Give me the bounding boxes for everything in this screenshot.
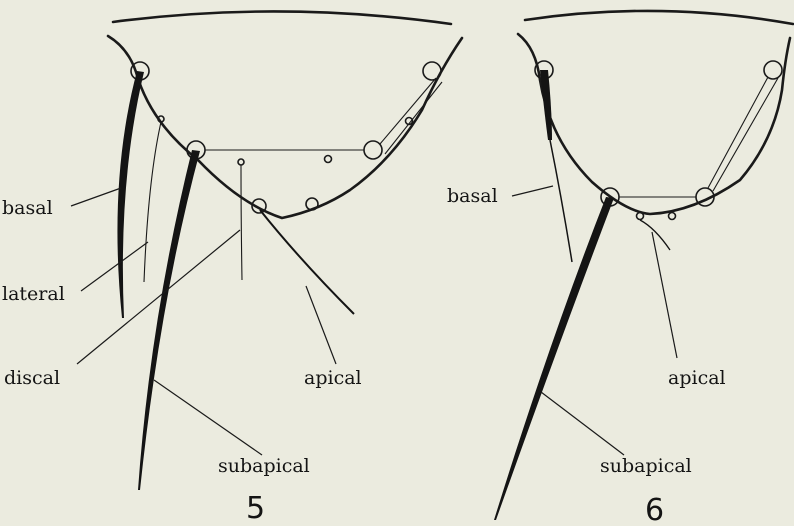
fig5-discal-socket <box>238 159 244 165</box>
fig5-diag-line-a <box>380 78 436 144</box>
fig6-apical-socket <box>637 213 644 220</box>
fig5-pore-1 <box>325 156 332 163</box>
fig5-label-discal: discal <box>4 367 60 389</box>
fig5-top-edge <box>113 11 451 24</box>
fig6-basal-seta <box>540 70 552 140</box>
fig5-subapical-seta <box>138 150 200 490</box>
fig5-right-socket-large <box>364 141 382 159</box>
fig5-lateral-seta <box>144 122 161 282</box>
figure-6: basal apical subapical 6 <box>447 11 793 526</box>
fig5-basal-seta <box>117 71 144 318</box>
fig6-top-edge <box>525 11 793 24</box>
fig5-label-subapical: subapical <box>218 455 310 477</box>
fig5-label-lateral: lateral <box>2 283 65 305</box>
fig6-label-apical: apical <box>668 367 726 389</box>
fig6-pore <box>669 213 676 220</box>
fig6-basal-leader <box>512 186 553 196</box>
fig5-lateral-leader <box>81 242 148 291</box>
fig6-subapical-seta <box>494 197 614 520</box>
fig6-subapical-leader <box>541 392 624 455</box>
figure-5: basal lateral discal apical subapical 5 <box>2 11 462 526</box>
fig5-right-socket-top <box>423 62 441 80</box>
fig6-diag-line-a <box>708 77 768 188</box>
fig5-scutellum-outline <box>108 36 462 218</box>
fig6-number: 6 <box>645 493 664 526</box>
fig5-label-basal: basal <box>2 197 53 219</box>
fig6-label-basal: basal <box>447 185 498 207</box>
fig6-apical-leader <box>652 232 677 358</box>
fig6-basal-seta-tail <box>550 140 572 262</box>
fig6-label-subapical: subapical <box>600 455 692 477</box>
fig6-right-socket-top <box>764 61 782 79</box>
fig5-label-apical: apical <box>304 367 362 389</box>
fig5-subapical-leader <box>154 380 262 455</box>
fig5-diag-line-b <box>385 82 442 154</box>
fig5-apical-leader <box>306 286 336 364</box>
fig5-number: 5 <box>246 491 265 526</box>
fig5-apical-seta <box>260 210 354 314</box>
fig5-discal-seta <box>241 165 242 280</box>
fig5-basal-leader <box>71 188 121 206</box>
